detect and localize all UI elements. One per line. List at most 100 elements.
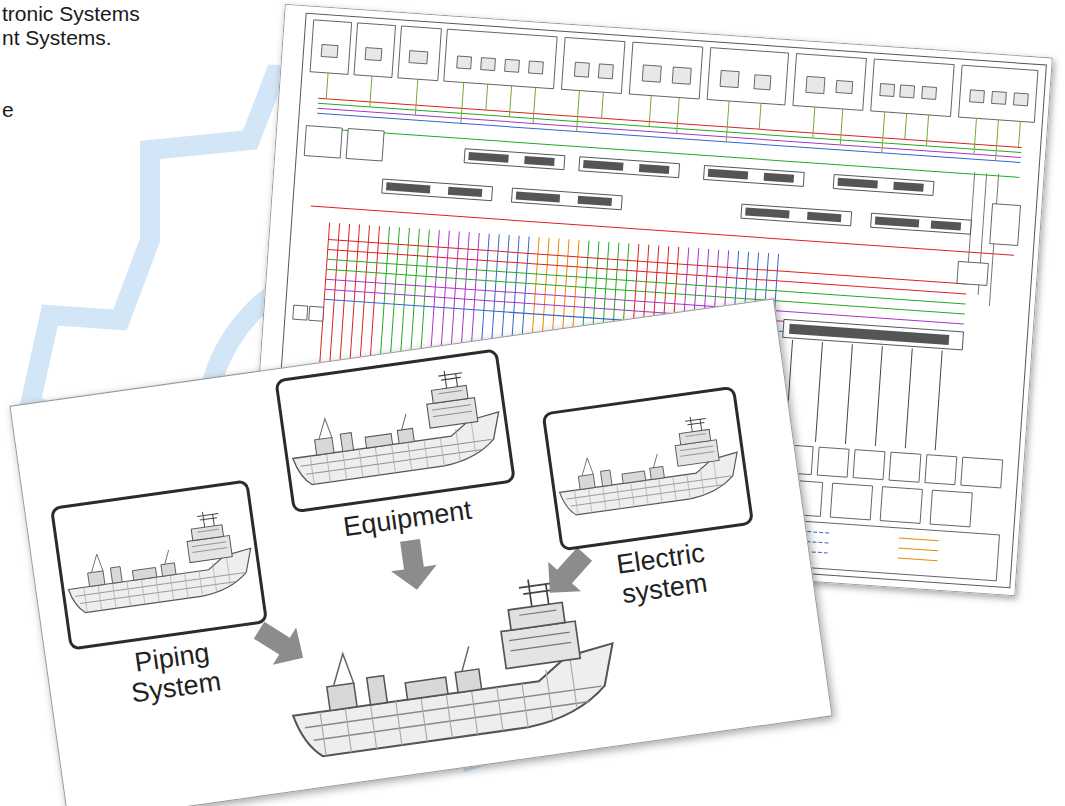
device-icons: [720, 70, 739, 87]
terminal-boxes: [830, 483, 872, 520]
terminal-boxes: [957, 261, 988, 285]
device-icons: [457, 56, 472, 69]
network-cables: [316, 128, 1019, 177]
panel-boxes: [959, 65, 1038, 122]
device-icons: [321, 43, 1028, 108]
network-cables: [318, 103, 1021, 152]
image-frame: [542, 386, 755, 552]
flow-arrows: [387, 537, 440, 593]
terminal-boxes: [346, 129, 384, 161]
ship-sketch: [53, 483, 264, 648]
device-icons: [970, 90, 985, 103]
switch-ports: [524, 156, 554, 166]
image-frame: [274, 348, 516, 513]
ship-sketch: [545, 389, 751, 548]
ship-sketch: [278, 352, 513, 510]
device-icons: [642, 65, 661, 82]
device-icons: [505, 59, 520, 72]
network-switches: [741, 204, 852, 226]
panel-boxes: [310, 20, 352, 75]
device-icons: [321, 44, 338, 57]
network-cables: [318, 108, 1021, 157]
device-icons: [754, 75, 771, 90]
panel-boxes: [398, 26, 442, 81]
terminal-boxes: [817, 447, 849, 477]
device-icons: [806, 76, 825, 93]
device-icons: [365, 48, 382, 61]
system-panel: Piping System: [50, 479, 277, 716]
switch-ports: [837, 178, 877, 189]
terminal-boxes: [293, 305, 308, 320]
panel-boxes: [707, 48, 788, 105]
network-cables: [786, 340, 943, 450]
terminal-boxes: [925, 455, 957, 485]
terminal-boxes: [309, 306, 324, 321]
switch-ports: [516, 191, 560, 202]
slide-text: e: [2, 98, 14, 122]
merged-ship: [279, 569, 623, 759]
ship-sketch: [552, 411, 743, 517]
panel-boxes: [444, 29, 557, 89]
panel-boxes: [793, 54, 866, 111]
switch-ports: [639, 164, 669, 174]
switch-ports: [708, 169, 748, 180]
device-icons: [481, 58, 496, 71]
ship-systems-card: Piping System EquipmentElectric system: [9, 298, 832, 806]
network-cables: [317, 113, 1020, 162]
switch-ports: [875, 217, 919, 228]
panel-boxes: [310, 20, 1038, 123]
switch-ports: [789, 324, 949, 345]
device-icons: [409, 51, 428, 64]
system-label: Electric system: [589, 534, 736, 613]
terminal-boxes: [961, 457, 1003, 488]
merged-ship: [279, 569, 623, 759]
switch-ports: [931, 220, 961, 230]
slide-text: nt Systems.: [2, 26, 112, 50]
network-switches: [464, 149, 565, 170]
network-switches: [382, 179, 493, 201]
network-switches: [579, 157, 680, 178]
device-icons: [880, 84, 895, 97]
panel-boxes: [871, 59, 954, 116]
network-cables: [311, 206, 1014, 255]
network-cables: [325, 73, 1020, 162]
network-switches: [833, 175, 934, 196]
switch-ports: [745, 207, 789, 218]
terminal-boxes: [853, 450, 885, 480]
slide-text: tronic Systems: [2, 2, 140, 26]
panel-boxes: [354, 23, 396, 78]
ship-sketch: [60, 506, 256, 615]
terminal-boxes: [990, 204, 1021, 246]
device-icons: [836, 80, 853, 93]
switch-ports: [448, 187, 482, 197]
switch-ports: [764, 173, 794, 183]
terminal-boxes: [304, 126, 342, 158]
device-icons: [574, 62, 589, 77]
device-icons: [529, 61, 544, 74]
device-icons: [922, 86, 937, 99]
device-icons: [1013, 93, 1028, 106]
ship-sketch: [284, 364, 505, 487]
device-icons: [900, 85, 915, 98]
switch-ports: [386, 182, 430, 193]
image-frame: [50, 479, 268, 650]
terminal-boxes: [889, 452, 921, 482]
network-switches: [871, 213, 972, 234]
switch-ports: [807, 212, 841, 222]
panel-boxes: [629, 42, 702, 99]
network-switches: [511, 188, 622, 210]
panel-boxes: [561, 37, 624, 93]
merged-ship: [279, 569, 623, 759]
device-icons: [672, 67, 691, 84]
device-icons: [992, 91, 1007, 104]
system-label: Piping System: [106, 634, 243, 712]
switch-ports: [468, 152, 508, 163]
terminal-boxes: [880, 487, 922, 524]
switch-ports: [893, 182, 923, 192]
network-switches: [704, 165, 805, 186]
network-switches: [783, 319, 964, 350]
system-panel: Equipment: [274, 348, 521, 549]
device-icons: [598, 64, 613, 79]
switch-ports: [578, 196, 612, 206]
system-panel: Electric system: [542, 386, 764, 618]
